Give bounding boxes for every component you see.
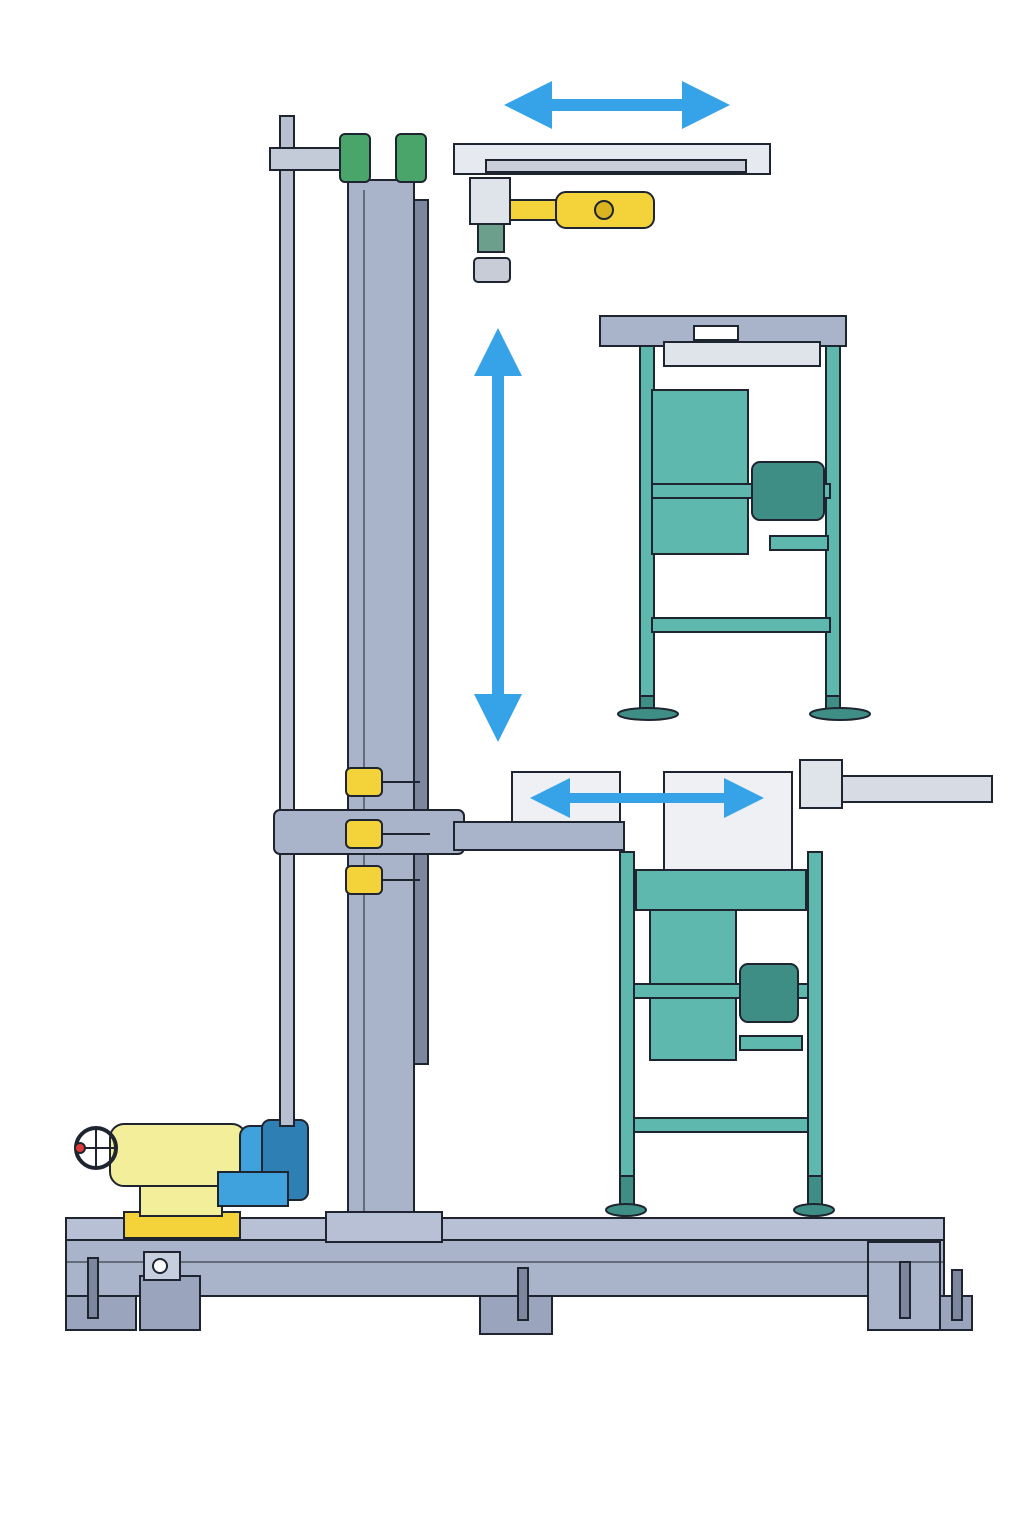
clamp-blocks [345, 767, 430, 895]
drive-motor [109, 1119, 309, 1239]
top-slide [453, 143, 771, 283]
main-column [325, 133, 443, 1243]
handwheel [74, 1126, 118, 1170]
guide-rod [269, 115, 345, 1127]
base-frame [65, 1217, 973, 1335]
motion-arrows [474, 81, 764, 818]
lower-workstation [605, 851, 835, 1217]
yellow-drive [509, 191, 655, 229]
upper-workstation [599, 315, 871, 721]
